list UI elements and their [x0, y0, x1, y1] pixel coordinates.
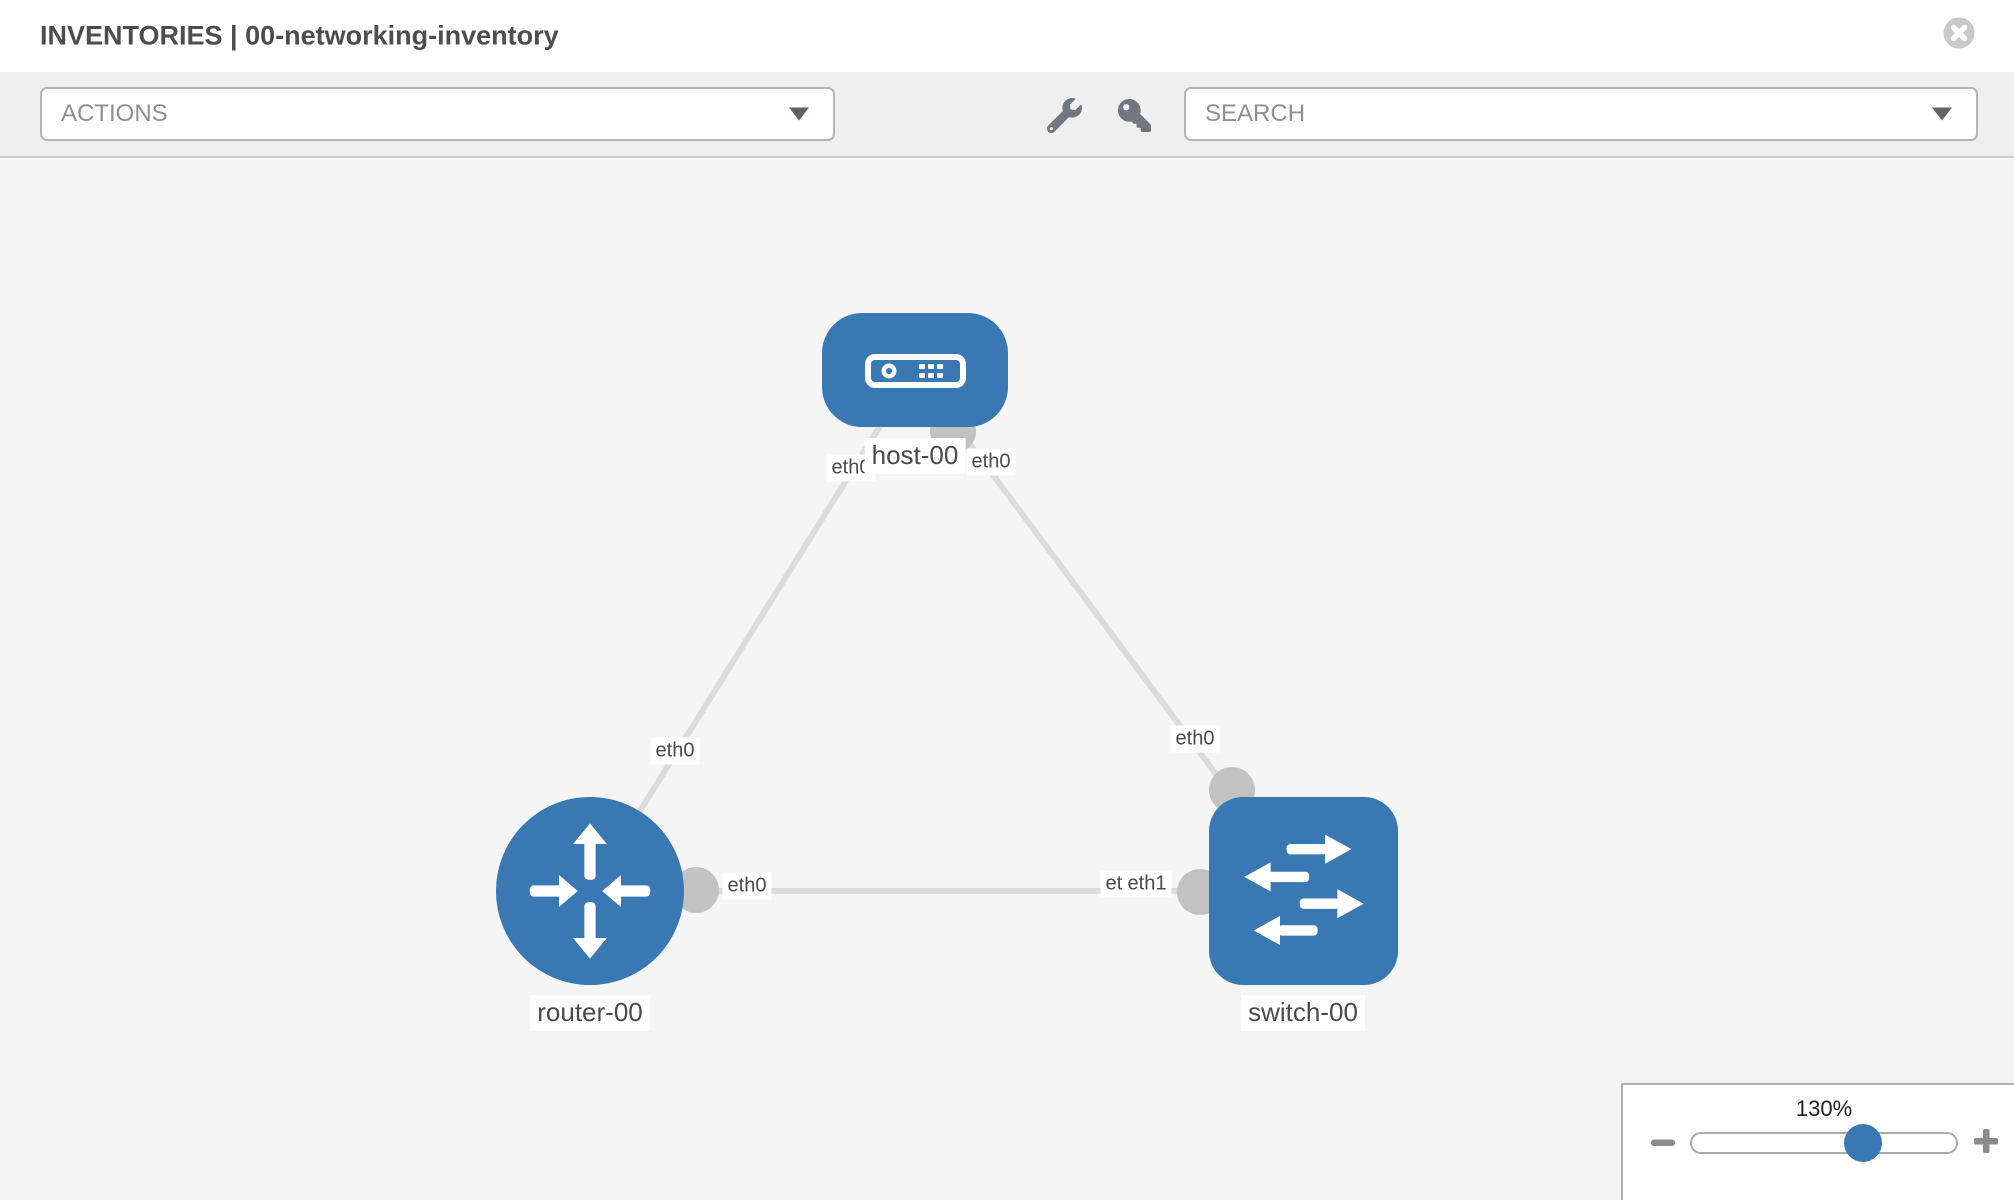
topology-canvas[interactable]: eth0 eth0 eth0 eth0 eth0 eth0 eth1 host-… — [0, 158, 2014, 1200]
minus-icon — [1651, 1139, 1675, 1146]
host-icon — [865, 354, 966, 388]
zoom-level-value: 130% — [1795, 1096, 1853, 1121]
zoom-slider-track[interactable] — [1690, 1132, 1958, 1154]
node-label-switch-00: switch-00 — [1241, 995, 1365, 1031]
interface-label-router-switch-router-side: eth0 — [722, 872, 772, 900]
interface-label-host-switch-host-side: eth0 — [966, 448, 1016, 476]
node-label-host-00: host-00 — [864, 438, 966, 474]
port-circle-router-eth0 — [673, 867, 719, 913]
node-switch-00[interactable] — [1209, 797, 1398, 985]
toolbar: ACTIONS SEARCH — [0, 72, 2014, 158]
close-icon — [1943, 17, 1975, 49]
zoom-out-button[interactable] — [1651, 1139, 1675, 1147]
chevron-down-icon — [1932, 107, 1952, 121]
node-label-router-00: router-00 — [530, 995, 650, 1031]
wrench-icon[interactable] — [1046, 98, 1082, 134]
router-icon — [529, 823, 651, 959]
search-dropdown-label: SEARCH — [1205, 100, 1306, 127]
actions-dropdown-label: ACTIONS — [61, 100, 168, 127]
interface-label-host-router-router-side: eth0 — [650, 737, 700, 765]
actions-dropdown[interactable]: ACTIONS — [40, 87, 835, 141]
close-button[interactable] — [1938, 12, 1980, 54]
plus-icon — [1974, 1129, 1998, 1153]
header: INVENTORIES | 00-networking-inventory — [0, 0, 2014, 72]
interface-label-router-switch-switch-side: eth1 — [1122, 870, 1172, 898]
chevron-down-icon — [789, 107, 809, 121]
interface-label-host-switch-switch-side: eth0 — [1170, 725, 1220, 753]
node-host-00[interactable] — [822, 313, 1008, 427]
zoom-panel: 130% — [1621, 1083, 2014, 1200]
node-router-00[interactable] — [496, 797, 684, 985]
key-icon[interactable] — [1118, 99, 1151, 132]
search-dropdown[interactable]: SEARCH — [1184, 87, 1978, 141]
zoom-in-button[interactable] — [1974, 1129, 1998, 1153]
zoom-slider-knob[interactable] — [1844, 1124, 1882, 1162]
topology-edges — [587, 368, 1306, 915]
page-title: INVENTORIES | 00-networking-inventory — [40, 20, 559, 51]
switch-icon — [1244, 834, 1364, 946]
